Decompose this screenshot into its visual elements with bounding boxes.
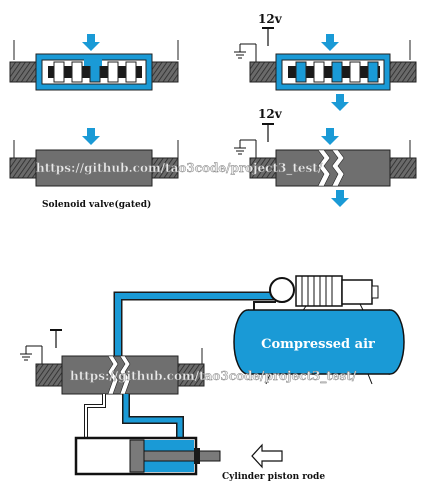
down-arrow-icon [321, 34, 339, 51]
valve-top-right: 12v [234, 12, 416, 111]
piston-rod [144, 451, 220, 461]
voltage-label-middle: 12v [258, 107, 283, 121]
down-arrow-icon [331, 94, 349, 111]
valve-mid-right: 12v [234, 107, 416, 207]
tank-label: Compressed air [261, 337, 375, 352]
down-arrow-icon [82, 34, 100, 51]
watermark-top: https://github.com/tao3code/project3_tes… [36, 161, 323, 176]
watermark-bottom: https://github.com/tao3code/project3_tes… [70, 369, 357, 384]
down-arrow-icon [82, 128, 100, 145]
down-arrow-icon [331, 190, 349, 207]
voltage-label-top: 12v [258, 12, 283, 26]
valve-top-left [10, 34, 178, 90]
ground-icon [234, 44, 246, 58]
solenoid-caption: Solenoid valve(gated) [42, 199, 151, 210]
ground-icon [234, 140, 246, 154]
cylinder-caption: Cylinder piston rode [222, 472, 325, 482]
ground-icon [20, 346, 32, 360]
down-arrow-icon [321, 128, 339, 145]
cylinder [76, 438, 220, 474]
left-arrow-icon [252, 445, 282, 467]
compressor [270, 276, 378, 312]
